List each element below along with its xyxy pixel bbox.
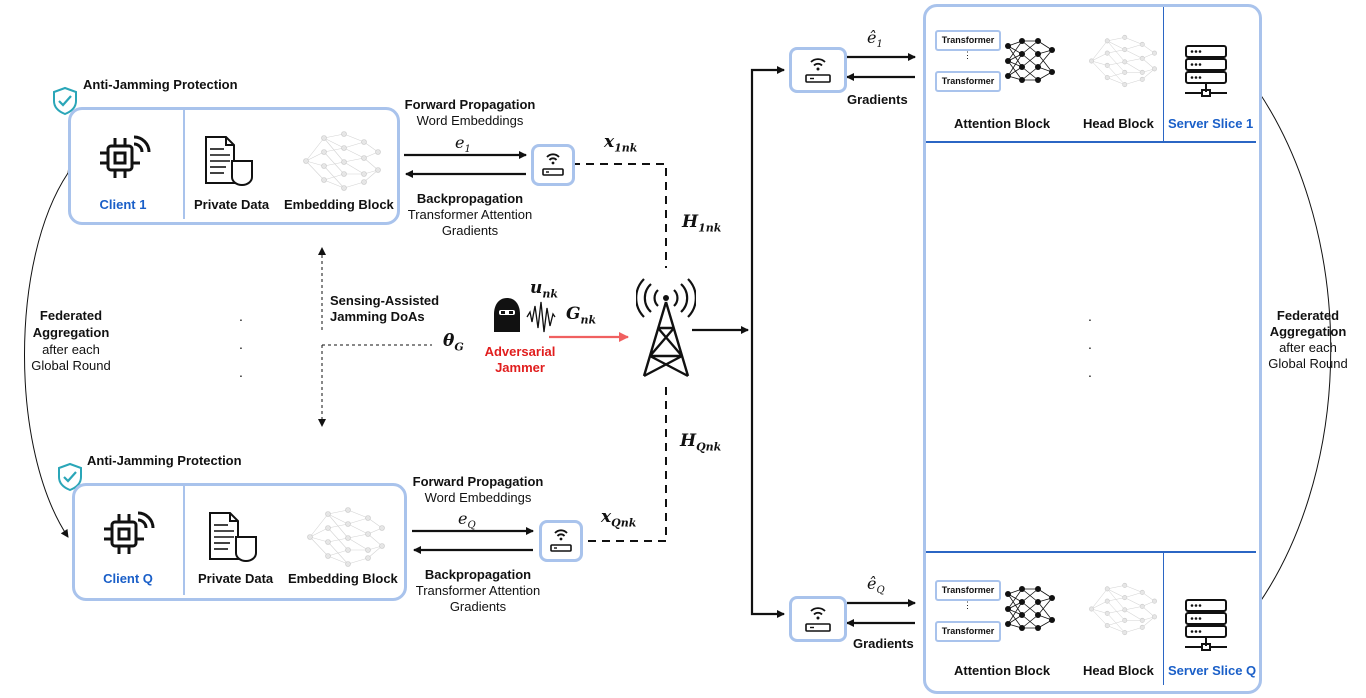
channel-symbol-client-q: HQnk [680,431,722,454]
federated-left-line1: Federated [39,308,103,323]
neural-network-icon [1089,582,1157,636]
server-1-embedding-symbol: ê1 [867,28,883,51]
server-1-gradients-label: Gradients [847,92,908,107]
router-icon-client-q [539,520,583,562]
sensing-line2: Jamming DoAs [330,309,425,324]
base-station-tower-icon [636,278,696,378]
back-sub2-client-1: Gradients [441,223,499,238]
federated-curve-left [24,164,76,538]
back-sub1-client-1: Transformer Attention [407,207,533,222]
server-1-transformer-bottom: Transformer [935,71,1001,92]
jammer-signal-symbol: unk [530,278,558,301]
document-database-icon [209,512,257,562]
private-data-label-client-1: Private Data [194,197,270,212]
embedding-label-client-1: Embedding Block [284,197,394,212]
sensing-line1: Sensing-Assisted [330,293,440,308]
router-icon-server-q [789,596,847,642]
server-q-transformer-top: Transformer [935,580,1001,601]
server-panel-divider-bottom [926,551,1256,553]
federated-right-line4: Global Round [1268,356,1348,371]
server-q-gradients-label: Gradients [853,636,914,651]
neural-network-icon [1005,586,1055,631]
client-q-box [72,483,407,601]
forward-title-client-1: Forward Propagation [404,97,536,112]
server-q-divider [1163,553,1164,685]
servers-ellipsis: ··· [1087,311,1093,383]
neural-network-icon [303,131,381,191]
document-database-icon [205,136,253,186]
shield-check-icon [53,86,77,116]
bus-to-server-q [750,330,785,618]
server-q-attention-label: Attention Block [954,663,1051,678]
embedding-symbol-client-1: e1 [455,133,471,156]
jammer-label-line2: Jammer [495,360,545,375]
forward-sub-client-q: Word Embeddings [424,490,532,505]
jamming-wave-icon [526,301,556,333]
server-rack-icon [1185,45,1227,97]
federated-right-line1: Federated [1276,308,1340,323]
server-q-embedding-symbol: êQ [867,574,885,597]
jammer-channel-symbol: Gnk [566,304,597,327]
jammer-label-line1: Adversarial [484,344,556,359]
client-q-name: Client Q [103,571,153,586]
federated-right-line2: Aggregation [1269,324,1347,339]
forward-sub-client-1: Word Embeddings [416,113,524,128]
federated-left-line2: Aggregation [32,325,110,340]
federated-left-line4: Global Round [31,358,111,373]
chip-wireless-icon [104,511,155,554]
sensing-symbol: θG [443,331,464,354]
server-1-name: Server Slice 1 [1168,116,1254,131]
back-title-client-q: Backpropagation [424,567,532,582]
forward-title-client-q: Forward Propagation [412,474,544,489]
server-panel-divider-top [926,141,1256,143]
server-1-transformer-top: Transformer [935,30,1001,51]
server-panel [923,4,1262,694]
back-title-client-1: Backpropagation [416,191,524,206]
server-1-attention-label: Attention Block [954,116,1051,131]
neural-network-icon [1089,34,1157,88]
server-q-head-label: Head Block [1083,663,1154,678]
server-rack-icon [1185,599,1227,651]
neural-network-icon [1005,38,1055,83]
shield-check-icon [58,462,82,492]
federated-curve-right [1235,62,1332,626]
private-data-label-client-q: Private Data [198,571,274,586]
server-1-transformer-dots: ⋮ [963,50,972,60]
embedding-symbol-client-q: eQ [458,509,476,532]
back-sub1-client-q: Transformer Attention [415,583,541,598]
signal-symbol-client-1: x1nk [604,132,638,155]
server-q-transformer-dots: ⋮ [963,600,972,610]
server-q-transformer-bottom: Transformer [935,621,1001,642]
back-sub2-client-q: Gradients [449,599,507,614]
protection-label-client-q: Anti-Jamming Protection [87,453,242,468]
neural-network-icon [307,507,385,567]
federated-left-line3: after each [42,342,100,357]
protection-label-client-1: Anti-Jamming Protection [83,77,238,92]
signal-symbol-client-q: xQnk [601,507,637,530]
router-icon-server-1 [789,47,847,93]
router-icon-client-1 [531,144,575,186]
chip-wireless-icon [100,135,151,178]
client-1-divider [183,110,185,219]
federated-right-line3: after each [1279,340,1337,355]
embedding-label-client-q: Embedding Block [288,571,398,586]
bus-to-server-1 [750,66,785,330]
server-q-name: Server Slice Q [1168,663,1257,678]
client-1-name: Client 1 [99,197,147,212]
server-1-head-label: Head Block [1083,116,1154,131]
hacker-icon [494,298,520,332]
clients-ellipsis: ··· [238,311,244,383]
server-1-divider [1163,7,1164,141]
uplink-dashed-client-1 [572,163,667,268]
client-q-divider [183,486,185,595]
uplink-dashed-client-q [588,382,667,542]
channel-symbol-client-1: H1nk [682,212,722,235]
